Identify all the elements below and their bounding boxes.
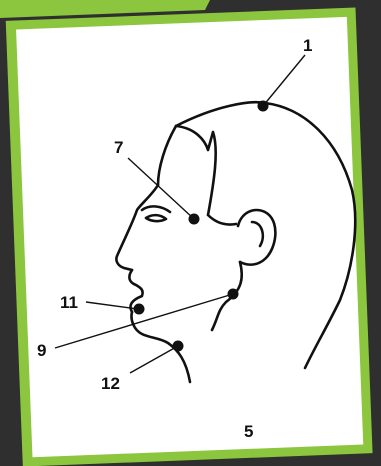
point-7-label: 7	[114, 138, 123, 157]
point-7-dot	[189, 214, 200, 225]
card	[6, 7, 373, 466]
point-11-label: 11	[60, 293, 78, 312]
point-1-label: 1	[303, 36, 312, 55]
point-9-dot	[228, 289, 239, 300]
point-1-dot	[258, 101, 269, 112]
point-9-label: 9	[37, 341, 46, 360]
point-12-label: 12	[101, 374, 120, 393]
card-paper	[16, 17, 363, 457]
point-11-dot	[134, 304, 145, 315]
page-number: 5	[244, 422, 253, 441]
point-12-dot	[173, 341, 184, 352]
